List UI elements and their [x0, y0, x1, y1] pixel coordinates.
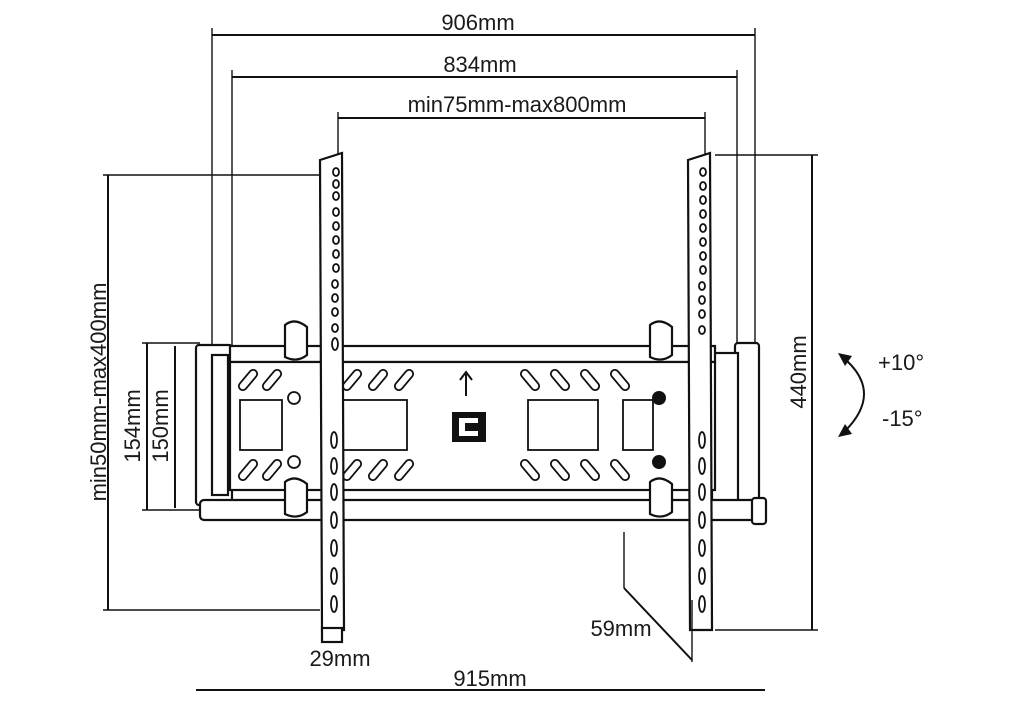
dimension-906-label: 906mm [441, 10, 514, 35]
dimension-vesa-horizontal: min75mm-max800mm [337, 92, 706, 158]
up-arrow-icon [459, 370, 473, 396]
tilt-down-label: -15° [882, 406, 923, 431]
dimension-834-label: 834mm [443, 52, 516, 77]
dimension-150: 150mm [148, 346, 176, 508]
tilt-down-arrow-icon [838, 424, 852, 437]
right-mounting-arm [686, 151, 714, 632]
right-arm-holes [698, 167, 707, 613]
hook-brackets [283, 320, 674, 518]
tilt-up-arrow-icon [838, 353, 852, 366]
plate-slots-top [237, 368, 631, 392]
left-mounting-arm [318, 151, 346, 644]
dimension-154: 154mm [120, 342, 200, 511]
dimension-29-label: 29mm [309, 646, 370, 671]
dimension-59-label: 59mm [590, 616, 651, 641]
dimension-440-label: 440mm [786, 335, 811, 408]
dimension-vesa-vertical: min50mm-max400mm [86, 174, 320, 611]
dimension-906: 906mm [211, 10, 756, 345]
tilt-up-label: +10° [878, 350, 924, 375]
dimension-vesa-vertical-label: min50mm-max400mm [86, 283, 111, 502]
dimension-440: 440mm [715, 154, 818, 631]
tilt-indicator: +10° -15° [838, 350, 924, 437]
wall-plate [194, 320, 768, 526]
dimension-vesa-horizontal-label: min75mm-max800mm [408, 92, 627, 117]
dimension-59: 59mm [590, 532, 693, 662]
dimension-154-label: 154mm [120, 389, 145, 462]
left-arm-holes [330, 167, 340, 613]
dimension-150-label: 150mm [148, 389, 173, 462]
plate-slots-bottom [237, 458, 631, 482]
dimension-834: 834mm [231, 52, 738, 345]
brand-logo-icon [452, 412, 486, 442]
dimension-915-label: 915mm [453, 666, 526, 691]
dimension-915: 915mm [196, 666, 765, 691]
